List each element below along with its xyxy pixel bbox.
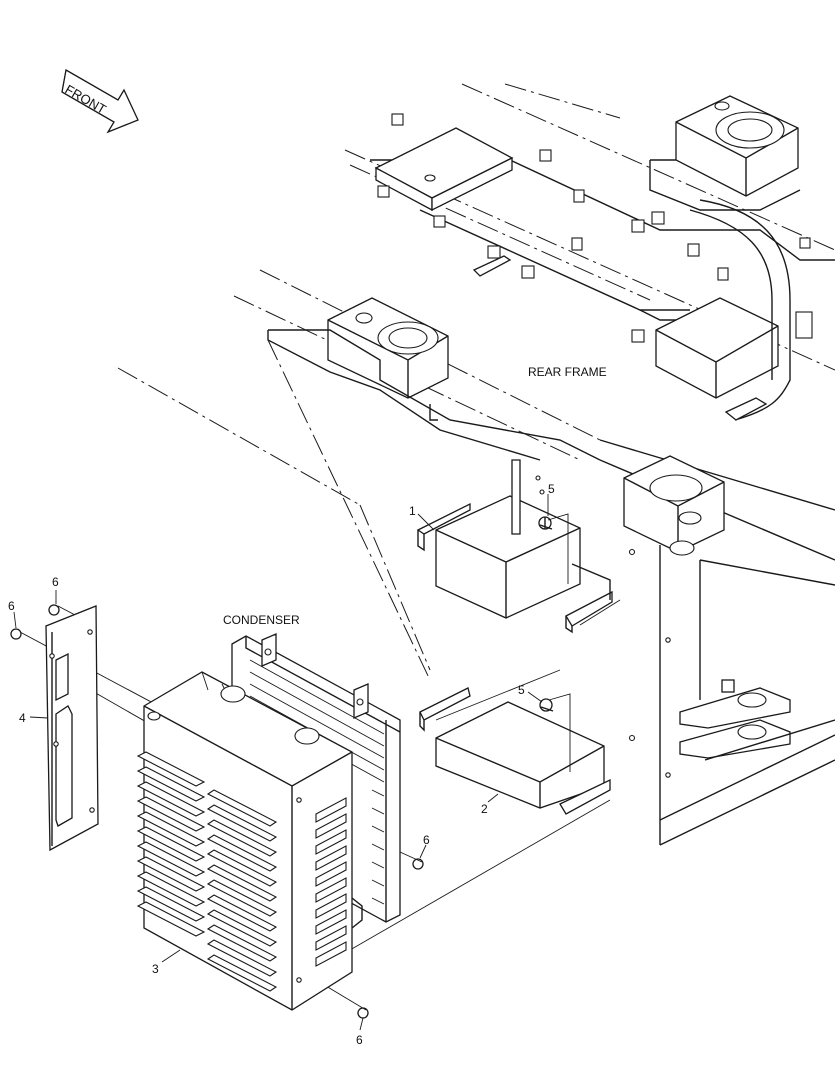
bolt-lower-5 [539, 698, 554, 712]
bracket-upper [416, 459, 636, 634]
condenser-cover [136, 671, 353, 1011]
bolt-upper-5 [538, 516, 553, 530]
callout-5-upper: 5 [548, 482, 555, 496]
callout-leaders [13, 494, 549, 1031]
callout-1: 1 [409, 504, 416, 518]
callout-6-left-top: 6 [52, 575, 59, 589]
callout-2: 2 [481, 802, 488, 816]
callout-6-mid: 6 [423, 833, 430, 847]
callout-4: 4 [19, 711, 26, 725]
bracket-lower [419, 687, 636, 815]
frame-fittings [377, 113, 813, 343]
callout-6-bottom: 6 [356, 1033, 363, 1047]
rear-frame [233, 83, 835, 846]
rear-frame-label: REAR FRAME [528, 365, 607, 379]
bolt-6-bottom [357, 1007, 369, 1019]
callout-6-left: 6 [8, 599, 15, 613]
callout-5-lower: 5 [518, 683, 525, 697]
bolt-6-left-top [48, 604, 60, 616]
bolt-6-left [10, 628, 22, 640]
front-arrow: FRONT [61, 68, 139, 134]
callout-3: 3 [152, 962, 159, 976]
side-plate [45, 605, 99, 852]
condenser-label: CONDENSER [223, 613, 300, 627]
